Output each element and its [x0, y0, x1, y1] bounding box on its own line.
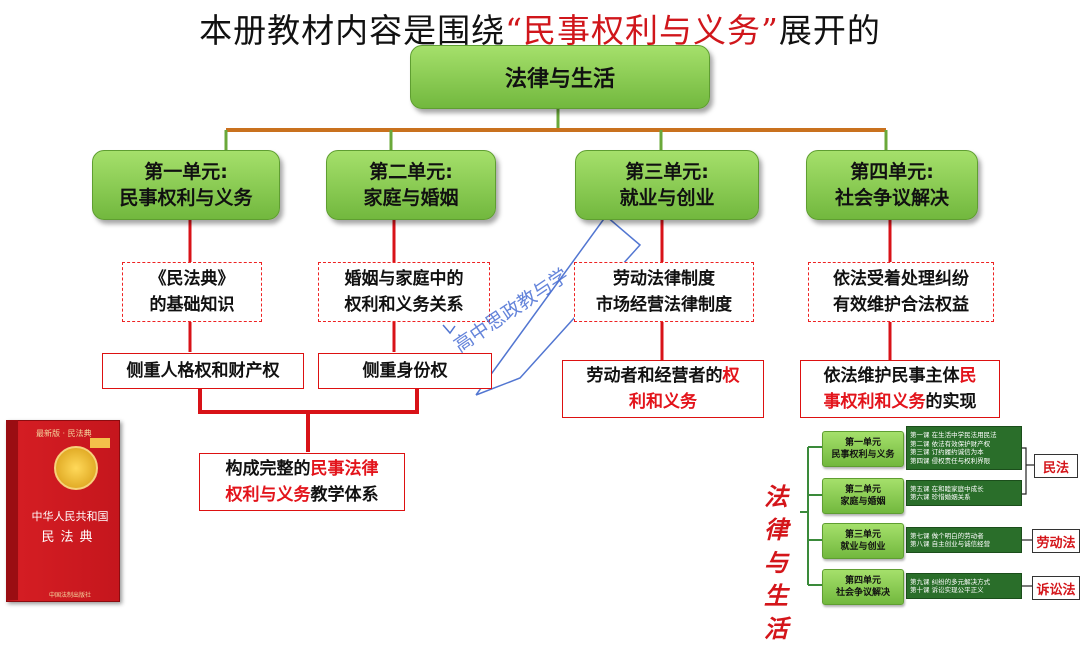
mini-brush-title: 法律与生活 — [764, 482, 788, 643]
law-tag-litigation: 诉讼法 — [1032, 576, 1080, 600]
law-tag-civil: 民法 — [1034, 454, 1078, 478]
focus-3-box: 劳动者和经营者的权利和义务 — [562, 360, 764, 418]
page-title: 本册教材内容是围绕“民事权利与义务”展开的 — [199, 11, 881, 50]
title-highlight: “民事权利与义务” — [505, 11, 779, 50]
book-publisher: 中国法制出版社 — [48, 592, 91, 599]
mini-lessons-1: 第一课 在生活中学民法用民法第二课 依法有效保护财产权第三课 订约履约诚信为本第… — [906, 426, 1022, 470]
mini-unit-4: 第四单元社会争议解决 — [822, 569, 904, 605]
connector-lines — [188, 107, 1034, 587]
focus-2-box: 侧重身份权 — [318, 353, 492, 389]
mini-lessons-2: 第五课 在和睦家庭中成长第六课 珍惜婚姻关系 — [906, 480, 1022, 506]
unit-4-node: 第四单元:社会争议解决 — [806, 150, 978, 220]
mini-lessons-4: 第九课 纠纷的多元解决方式第十课 诉讼实现公平正义 — [906, 573, 1022, 599]
unit-1-node: 第一单元:民事权利与义务 — [92, 150, 280, 220]
topic-3-box: 劳动法律制度市场经营法律制度 — [574, 262, 754, 322]
root-node: 法律与生活 — [410, 45, 710, 109]
topic-4-box: 依法受着处理纠纷有效维护合法权益 — [808, 262, 994, 322]
mini-unit-2: 第二单元家庭与婚姻 — [822, 478, 904, 514]
focus-1-box: 侧重人格权和财产权 — [102, 353, 304, 389]
unit-2-node: 第二单元:家庭与婚姻 — [326, 150, 496, 220]
mini-lessons-3: 第七课 做个明白的劳动者第八课 自主创业与诚信经营 — [906, 527, 1022, 553]
topic-2-box: 婚姻与家庭中的权利和义务关系 — [318, 262, 490, 322]
book-spine — [6, 420, 18, 600]
mini-unit-3: 第三单元就业与创业 — [822, 523, 904, 559]
book-title-line1: 中华人民共和国 — [31, 510, 109, 523]
law-tag-labor: 劳动法 — [1032, 529, 1080, 553]
book-top-label: 最新版 · 民法典 — [36, 429, 92, 438]
book-title-line2: 民法典 — [41, 530, 99, 545]
focus-4-box: 依法维护民事主体民事权利和义务的实现 — [800, 360, 1000, 418]
book-badge — [90, 438, 110, 448]
topic-1-box: 《民法典》的基础知识 — [122, 262, 262, 322]
national-emblem-icon — [54, 446, 98, 490]
unit-3-node: 第三单元:就业与创业 — [575, 150, 759, 220]
combined-box: 构成完整的民事法律权利与义务教学体系 — [199, 453, 405, 511]
mini-unit-1: 第一单元民事权利与义务 — [822, 431, 904, 467]
